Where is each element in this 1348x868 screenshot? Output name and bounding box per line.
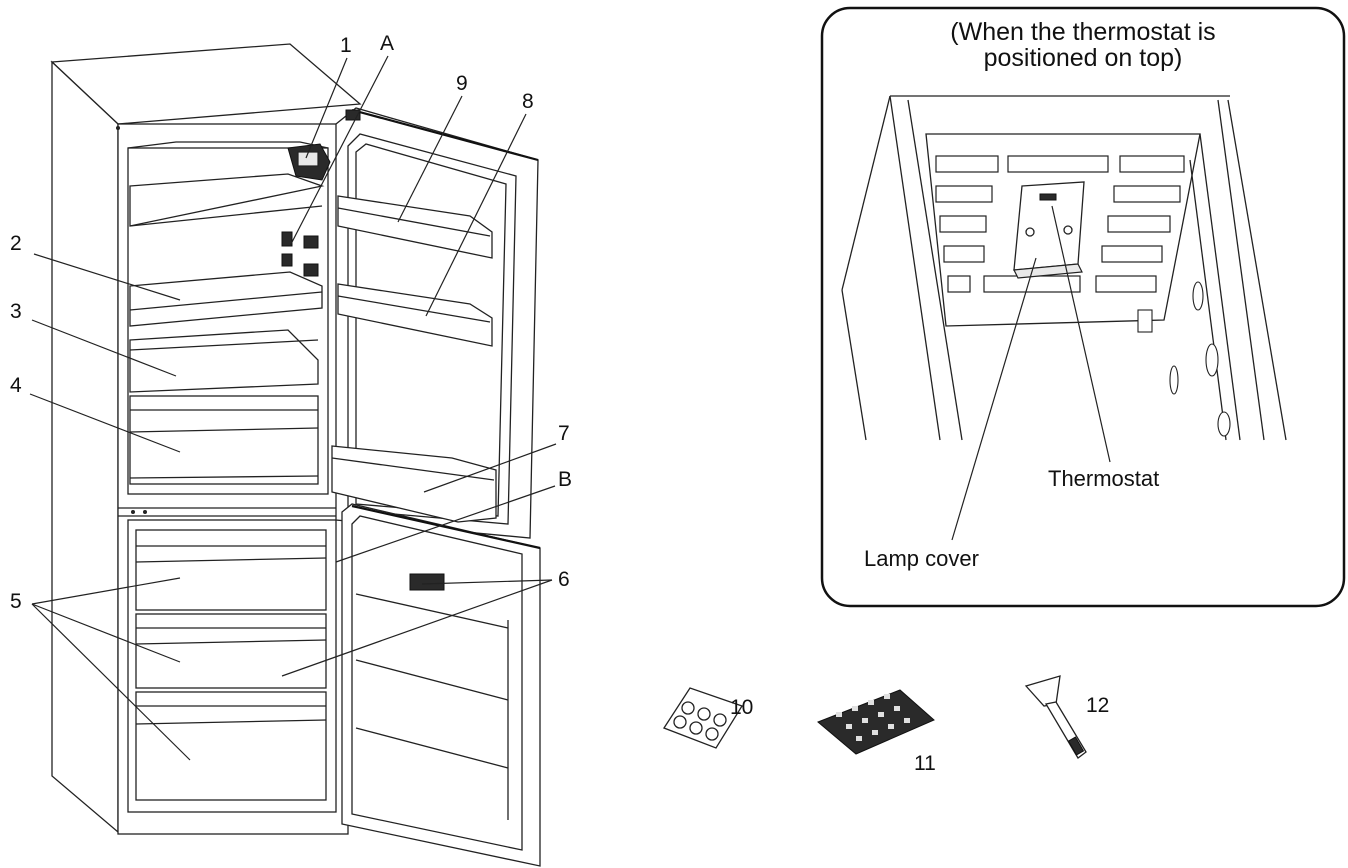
inset-title-line2: positioned on top) [984,44,1183,72]
callout-5: 5 [10,590,22,613]
thermostat-label: Thermostat [1048,466,1159,491]
fridge-shelves [129,173,325,485]
callout-3: 3 [10,300,22,323]
inset-title-line1: (When the thermostat is [950,18,1215,46]
callout-12: 12 [1086,694,1109,717]
leader-lines [29,55,557,761]
ice-scraper-accessory [1024,675,1087,759]
callout-11: 11 [914,752,936,775]
callout-7: 7 [558,422,570,445]
freezer-door [341,503,541,867]
callout-6: 6 [558,568,570,591]
fridge-lamp-unit [281,143,331,277]
callout-A: A [380,32,394,55]
ice-tray-accessory [817,689,935,755]
door-shelves [331,195,497,523]
freezer-drawers [135,529,327,801]
egg-tray-accessory [663,687,743,749]
callout-10: 10 [730,696,753,719]
callout-1: 1 [340,34,352,57]
thermostat-inset: (When the thermostat is positioned on to… [820,6,1346,608]
callout-B: B [558,468,572,491]
callout-2: 2 [10,232,22,255]
callout-9: 9 [456,72,468,95]
callout-4: 4 [10,374,22,397]
callout-8: 8 [522,90,534,113]
lamp-cover-label: Lamp cover [864,546,979,571]
